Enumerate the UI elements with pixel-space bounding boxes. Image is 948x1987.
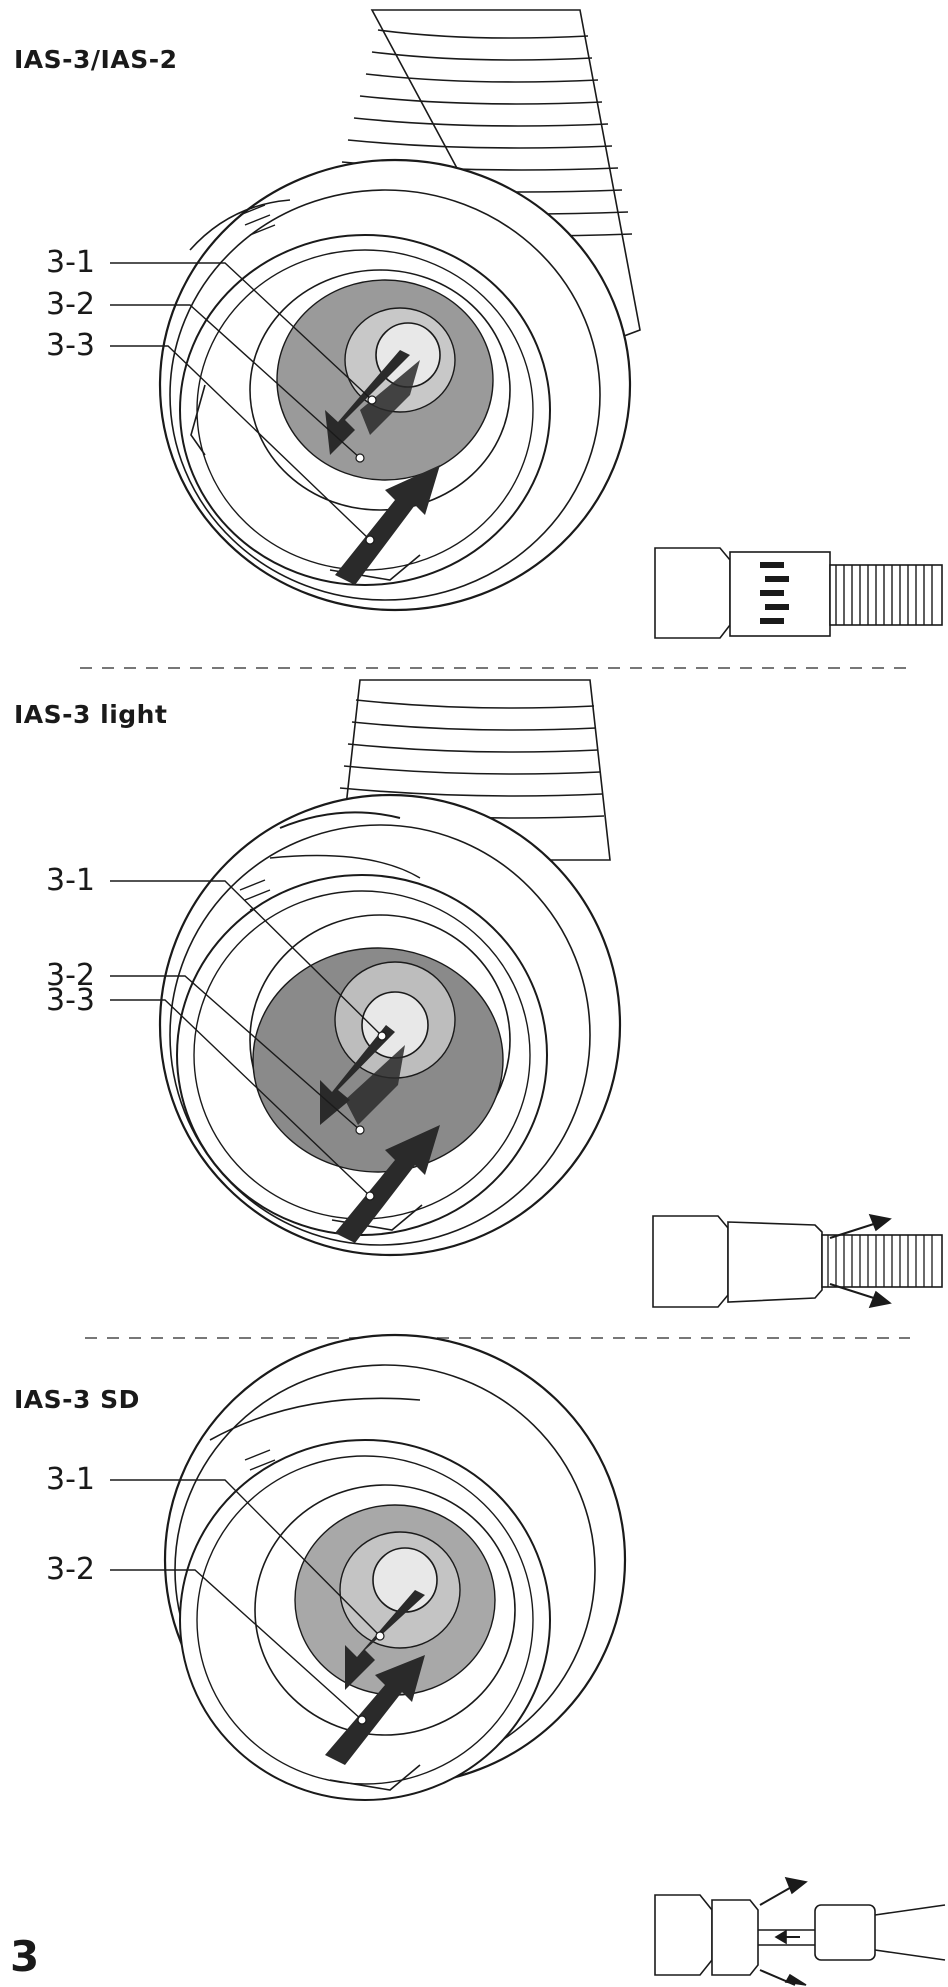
hose-coupling-sideview-1: [654, 547, 943, 639]
page-number: 3: [10, 1932, 40, 1981]
connector-illustration-1: [110, 9, 641, 612]
callout-label: 3-3: [46, 328, 95, 363]
section-title-ias3-sd: IAS-3 SD: [14, 1385, 140, 1414]
hose-coupling-sideview-2: [652, 1213, 943, 1309]
section-title-ias3-ias2: IAS-3/IAS-2: [14, 45, 178, 74]
callout-label: 3-1: [46, 245, 95, 280]
callout-label: 3-1: [46, 1462, 95, 1497]
callout-label: 3-3: [46, 983, 95, 1018]
callout-label: 3-2: [46, 958, 95, 993]
hose-coupling-sideview-3: [654, 1876, 946, 1986]
callout-label: 3-2: [46, 1552, 95, 1587]
section-title-ias3-light: IAS-3 light: [14, 700, 168, 729]
connector-illustration-2: [110, 679, 622, 1257]
connector-illustration-3: [110, 1333, 627, 1801]
callout-label: 3-1: [46, 863, 95, 898]
callout-label: 3-2: [46, 287, 95, 322]
